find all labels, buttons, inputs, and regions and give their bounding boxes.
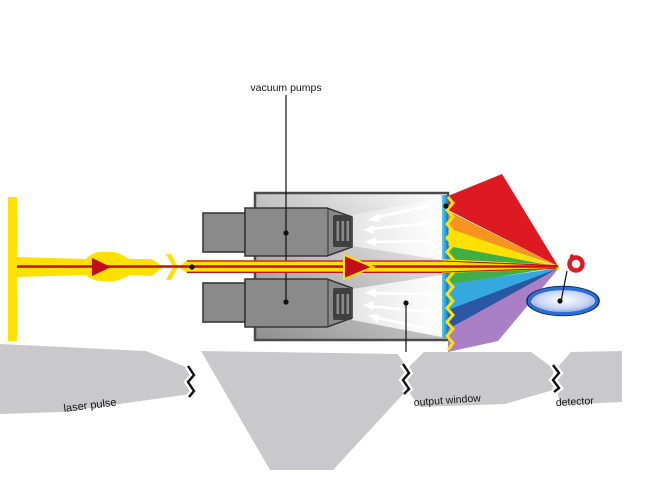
fan-yellow <box>448 228 559 267</box>
pump-top-rear-block <box>202 212 246 253</box>
grille-slot <box>336 221 340 241</box>
pump-top <box>202 207 353 257</box>
scale-break-symbol-3 <box>548 362 564 395</box>
beam-ray-bottom-converging <box>441 267 557 273</box>
scale-break-symbol-1 <box>183 364 199 400</box>
fan-orange <box>448 211 558 266</box>
beam-ray-top-converging <box>441 260 557 267</box>
pump-bottom-rear-block <box>202 282 246 323</box>
callout-dot-pump-top <box>283 230 289 236</box>
beam-direction-arrow-2 <box>343 253 376 281</box>
label-pumps: vacuum pumps <box>250 82 321 94</box>
pump-intake-cones <box>352 198 442 337</box>
flow-arrows-bottom <box>363 288 432 331</box>
callout-dot-mirror <box>557 298 563 304</box>
pump-bottom <box>202 278 353 328</box>
scale-break-symbol-2 <box>398 362 414 397</box>
flow-arrows-top <box>363 204 432 246</box>
fan-purple <box>448 268 559 352</box>
spectrum-fan <box>448 174 559 352</box>
callout-dot-window <box>443 203 449 209</box>
grille-slot <box>346 221 350 241</box>
focus-ring-nub <box>569 254 575 259</box>
callout-shape-center <box>201 351 406 470</box>
callout-dot-pump-bottom <box>283 299 289 305</box>
source-panel <box>8 197 17 341</box>
focusing-mirror <box>526 270 600 317</box>
grille-slot <box>341 294 345 314</box>
beam-direction-arrow-1 <box>92 258 111 276</box>
callout-dot-cone <box>403 300 409 306</box>
grille-slot <box>341 221 345 241</box>
grille-slot <box>336 294 340 314</box>
callout-shape-right <box>408 352 553 407</box>
beam-marker-dot <box>189 264 195 270</box>
callout-shape-left <box>0 344 191 414</box>
cone-callout <box>403 300 409 352</box>
window-emission-sawtooth <box>445 196 455 351</box>
focus-ring <box>567 254 585 273</box>
beam <box>8 197 559 341</box>
pump-top-body <box>244 207 353 257</box>
pump-bottom-body <box>244 278 353 328</box>
fan-red <box>448 174 558 266</box>
labels: vacuum pumps laser pulse output window d… <box>63 82 595 415</box>
callout-shape-far-right <box>557 351 622 405</box>
grille-slot <box>346 294 350 314</box>
label-detector: detector <box>556 395 595 409</box>
mirror-callout-line <box>560 270 568 300</box>
label-window: output window <box>413 392 481 409</box>
scale-callout-shapes <box>0 344 622 470</box>
